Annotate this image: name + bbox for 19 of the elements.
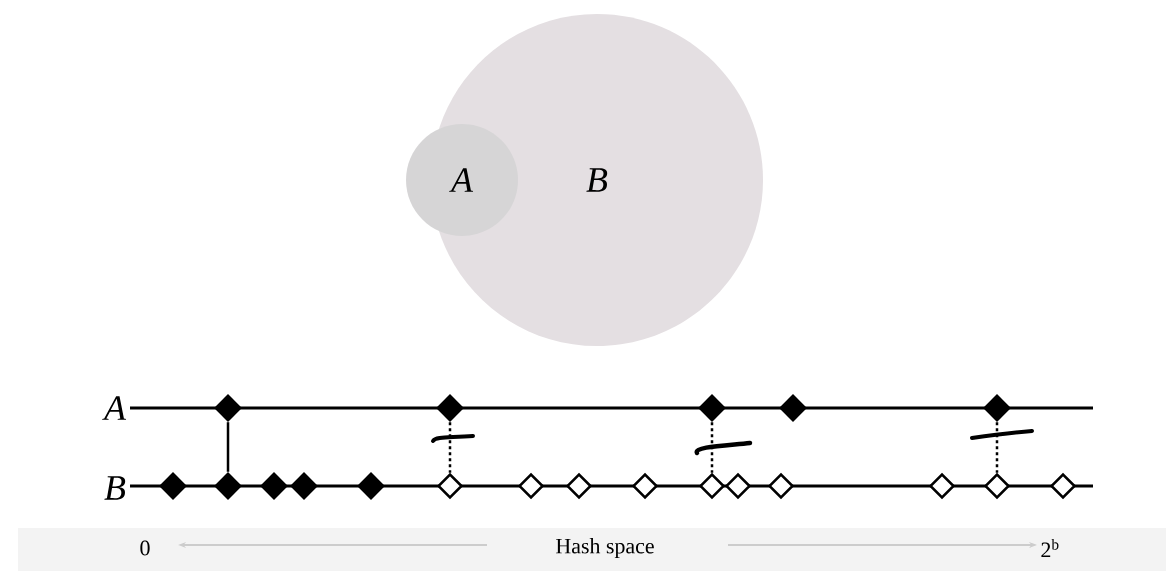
filled-diamond	[260, 472, 288, 500]
connector-line	[226, 422, 230, 472]
filled-diamond	[779, 394, 807, 422]
connector-line	[448, 422, 452, 473]
connector-line	[710, 422, 714, 473]
axis-label: 0	[140, 540, 150, 556]
filled-diamond	[698, 394, 726, 422]
axis-label: 2$^{b}$	[1041, 538, 1059, 558]
axis-title: Hash space	[556, 538, 654, 558]
filled-diamond	[436, 394, 464, 422]
filled-diamond	[159, 472, 187, 500]
filled-diamond	[214, 394, 242, 422]
filled-diamond	[290, 472, 318, 500]
row-label: A	[102, 396, 127, 420]
filled-diamond	[357, 472, 385, 500]
filled-diamond	[983, 394, 1011, 422]
row-label: B	[104, 476, 126, 500]
connector-line	[995, 422, 999, 473]
filled-diamond	[214, 472, 242, 500]
